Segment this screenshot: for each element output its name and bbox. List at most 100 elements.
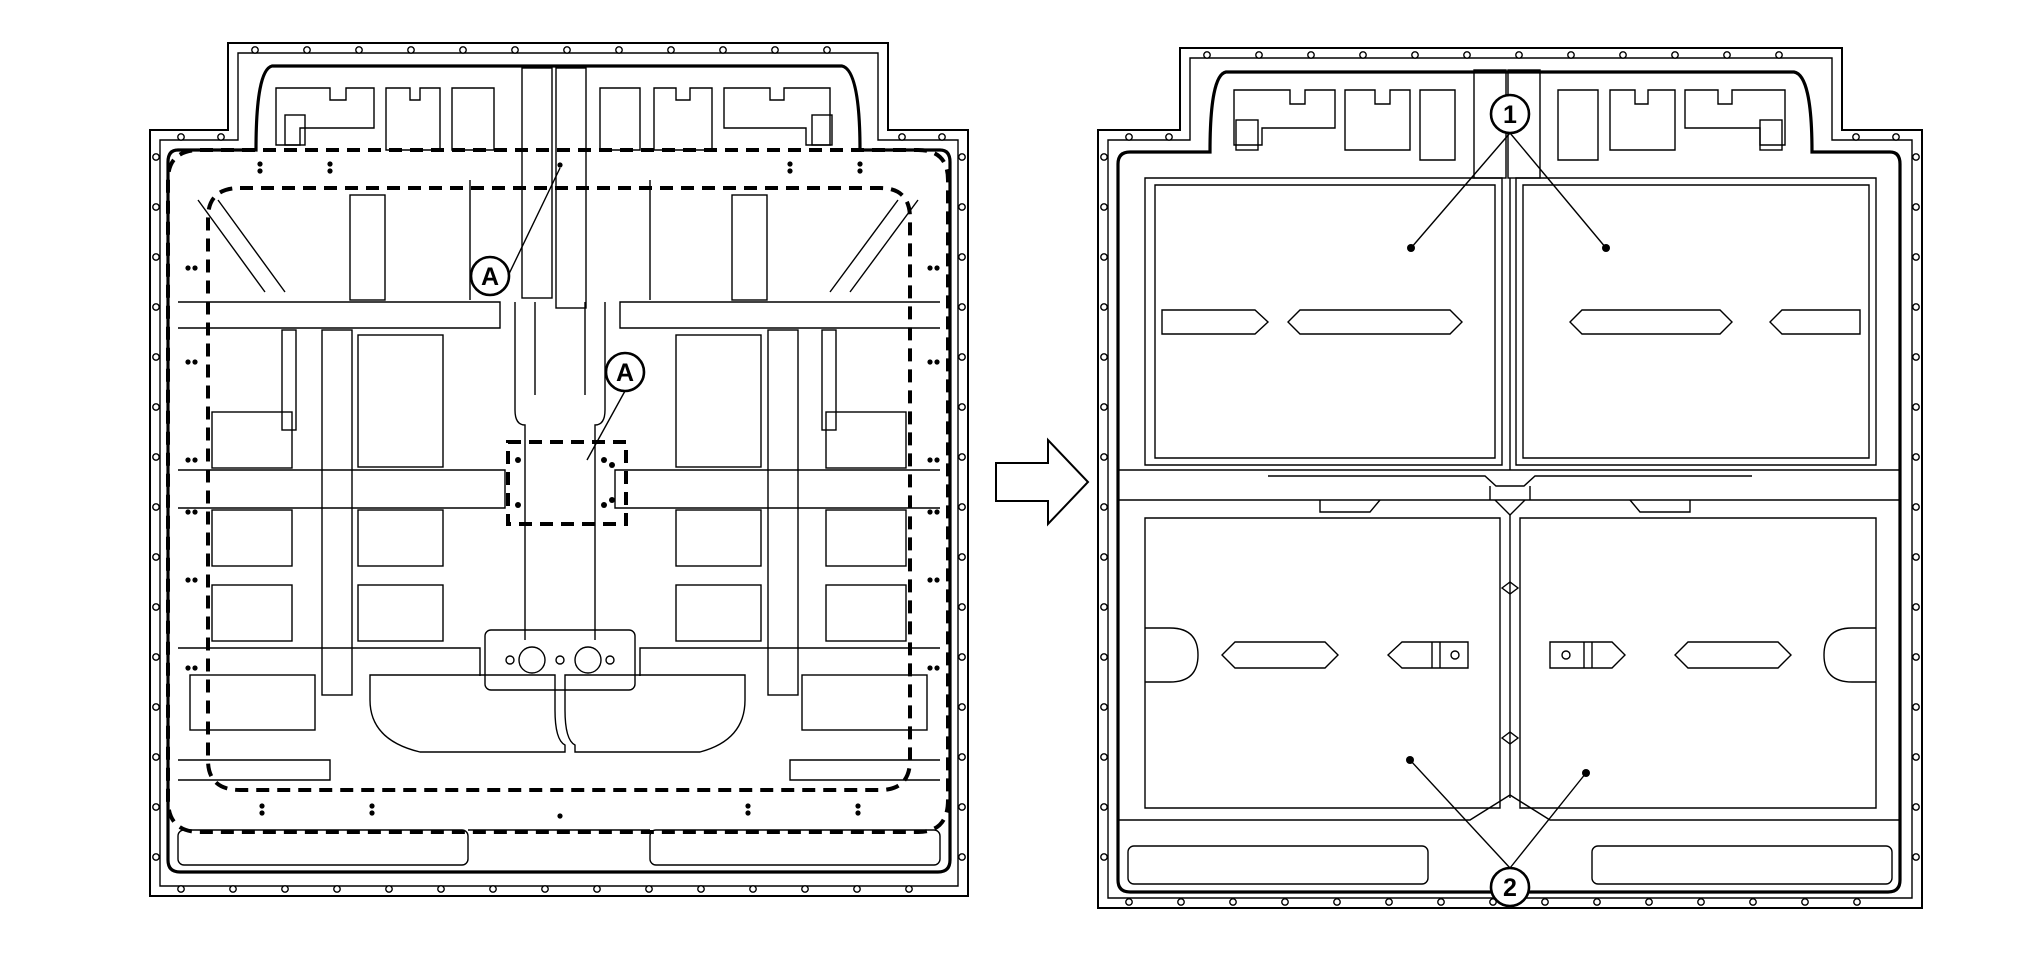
center-plate-fasteners [515, 457, 615, 508]
bolt-hole [958, 553, 966, 561]
bolt-hole [719, 46, 727, 54]
bolt-hole [1671, 51, 1679, 59]
bolt-hole [563, 46, 571, 54]
bolt-hole [281, 885, 289, 893]
bolt-hole [1100, 253, 1108, 261]
callout-a-upper-label: A [481, 263, 499, 291]
right-perimeter-bolt-holes [1100, 51, 1920, 906]
bolt-hole [152, 553, 160, 561]
bolt-hole [1912, 253, 1920, 261]
bolt-hole [958, 503, 966, 511]
bolt-hole [1100, 303, 1108, 311]
bolt-hole [229, 885, 237, 893]
bolt-hole [152, 603, 160, 611]
bolt-hole [1912, 453, 1920, 461]
bolt-hole [1697, 898, 1705, 906]
bolt-hole [152, 653, 160, 661]
bolt-hole [958, 303, 966, 311]
bolt-hole [1385, 898, 1393, 906]
right-upper-modules [1144, 177, 1877, 466]
bolt-hole [958, 253, 966, 261]
right-tray-inner-wall [1116, 70, 1902, 894]
bolt-hole [1100, 153, 1108, 161]
bolt-hole [152, 403, 160, 411]
bolt-hole [217, 133, 225, 141]
bolt-hole [1203, 51, 1211, 59]
bolt-hole [958, 153, 966, 161]
callout-2-label: 2 [1503, 874, 1517, 902]
bolt-hole [1100, 503, 1108, 511]
bolt-hole [1912, 553, 1920, 561]
right-outline-arrow-icon [995, 437, 1090, 527]
bolt-hole [489, 885, 497, 893]
bolt-hole [1912, 203, 1920, 211]
bolt-hole [958, 703, 966, 711]
bolt-hole [1177, 898, 1185, 906]
bolt-hole [1100, 453, 1108, 461]
bolt-hole [958, 203, 966, 211]
bolt-hole [1541, 898, 1549, 906]
bolt-hole [152, 753, 160, 761]
callout-a-lower: A [586, 351, 646, 461]
bolt-hole [1100, 353, 1108, 361]
left-tray-flange [159, 52, 959, 887]
bolt-hole [958, 803, 966, 811]
bolt-hole [1100, 603, 1108, 611]
bolt-hole [1100, 853, 1108, 861]
bolt-hole [1775, 51, 1783, 59]
bolt-hole [152, 503, 160, 511]
bolt-hole [511, 46, 519, 54]
right-lower-modules [1144, 517, 1877, 809]
bolt-hole [1912, 753, 1920, 761]
callout-a-upper: A [469, 167, 561, 297]
bolt-hole [1281, 898, 1289, 906]
bolt-hole [333, 885, 341, 893]
left-dashed-center-plate [506, 440, 628, 526]
bolt-hole [1723, 51, 1731, 59]
right-tray-view: 1 2 [1097, 47, 1923, 909]
right-tray-flange [1107, 57, 1913, 899]
bolt-hole [177, 885, 185, 893]
bolt-hole [152, 353, 160, 361]
bolt-hole [152, 453, 160, 461]
bolt-hole [958, 653, 966, 661]
bolt-hole [1912, 353, 1920, 361]
bolt-hole [152, 303, 160, 311]
bolt-hole [1307, 51, 1315, 59]
bolt-hole [958, 403, 966, 411]
bolt-hole [1515, 51, 1523, 59]
bolt-hole [459, 46, 467, 54]
bolt-hole [1912, 703, 1920, 711]
bolt-hole [645, 885, 653, 893]
bolt-hole [1165, 133, 1173, 141]
bolt-hole [541, 885, 549, 893]
bolt-hole [1463, 51, 1471, 59]
bolt-hole [1125, 133, 1133, 141]
bolt-hole [1489, 898, 1497, 906]
bolt-hole [385, 885, 393, 893]
bolt-hole [1100, 403, 1108, 411]
bolt-hole [958, 603, 966, 611]
bolt-hole [152, 203, 160, 211]
callout-1: 1 [1410, 93, 1607, 249]
bolt-hole [1892, 133, 1900, 141]
bolt-hole [1912, 303, 1920, 311]
bolt-hole [152, 853, 160, 861]
bolt-hole [1852, 133, 1860, 141]
bolt-hole [905, 885, 913, 893]
left-tray-inner-wall [166, 64, 952, 874]
bolt-hole [1593, 898, 1601, 906]
right-bottom-strips [1118, 794, 1900, 885]
bolt-hole [1912, 153, 1920, 161]
bolt-hole [1912, 403, 1920, 411]
left-panel-structure [177, 180, 941, 866]
left-dashed-inner-seal [206, 186, 912, 792]
bolt-hole [1801, 898, 1809, 906]
bolt-hole [1912, 603, 1920, 611]
bolt-hole [1853, 898, 1861, 906]
bolt-hole [152, 253, 160, 261]
bolt-hole [749, 885, 757, 893]
bolt-hole [355, 46, 363, 54]
